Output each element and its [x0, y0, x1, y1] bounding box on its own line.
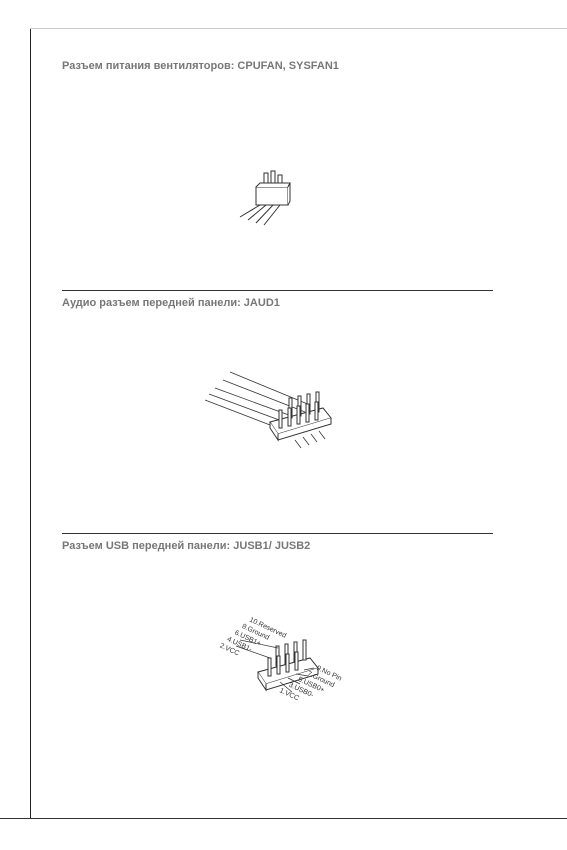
section-divider	[62, 290, 493, 291]
usb-connector-heading: Разъем USB передней панели: JUSB1/ JUSB2	[62, 540, 310, 552]
usb-connector-diagram: 10.Reserved 8.Ground 6.USB1+ 4.USB1- 2.V…	[200, 610, 360, 720]
audio-connector-diagram	[205, 370, 345, 450]
page-bottom-rule	[0, 818, 567, 819]
page-left-border	[30, 28, 31, 818]
section-divider	[62, 533, 493, 534]
page-top-border	[30, 28, 567, 29]
fan-connector-heading: Разъем питания вентиляторов: CPUFAN, SYS…	[62, 60, 339, 72]
audio-connector-heading: Аудио разъем передней панели: JAUD1	[62, 297, 280, 309]
fan-connector-diagram	[230, 165, 310, 225]
